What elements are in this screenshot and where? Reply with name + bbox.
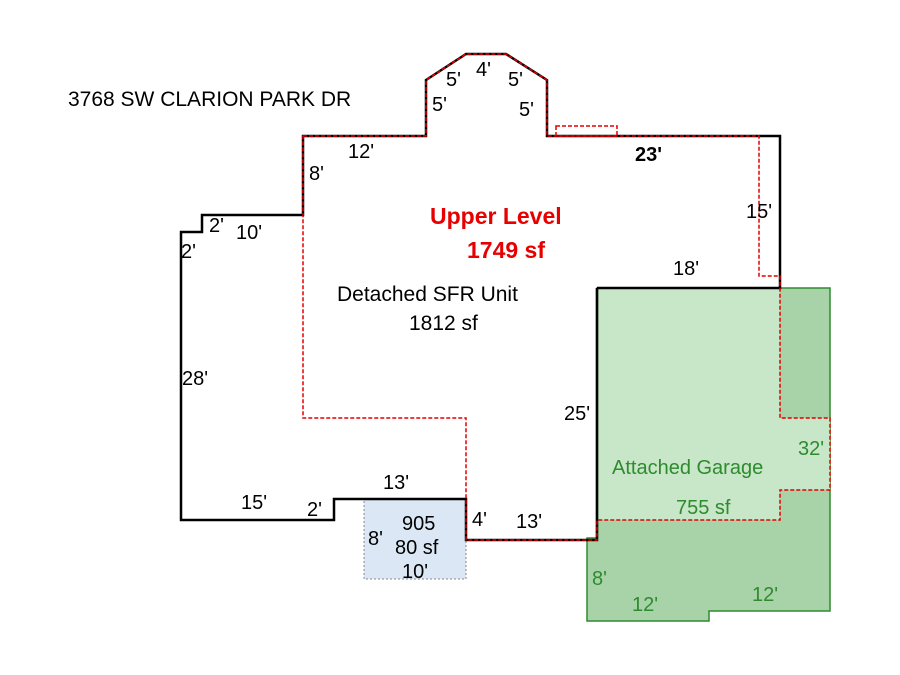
dim-bottom-right: 13'	[516, 511, 542, 533]
dim-top-left-vert: 5'	[432, 94, 447, 116]
dim-garage-bottom-right: 12'	[752, 584, 778, 606]
porch-width: 10'	[402, 561, 428, 583]
dim-garage-side: 32'	[798, 438, 824, 460]
dim-garage-bottom-left: 12'	[632, 594, 658, 616]
garage-area: 755 sf	[676, 497, 731, 519]
dim-left-jog-side: 2'	[181, 241, 196, 263]
dim-top-right-vert: 5'	[519, 99, 534, 121]
dim-inner-top: 18'	[673, 258, 699, 280]
upper-level-title: Upper Level	[430, 203, 562, 229]
dim-bottom-mid: 13'	[383, 472, 409, 494]
porch-code: 905	[402, 513, 435, 535]
main-unit-name: Detached SFR Unit	[337, 283, 518, 306]
dim-top-right-run: 23'	[635, 144, 662, 166]
dim-left-upper-vert: 8'	[309, 163, 324, 185]
dim-top-left-45: 5'	[446, 69, 461, 91]
upper-level-area: 1749 sf	[467, 237, 545, 263]
upper-level-bump	[555, 125, 618, 137]
dim-top-right-45: 5'	[508, 69, 523, 91]
dim-bottom-left: 15'	[241, 492, 267, 514]
address-label: 3768 SW CLARION PARK DR	[68, 88, 351, 111]
dim-top-peak: 4'	[476, 59, 491, 81]
garage-bay	[597, 288, 830, 520]
dim-right-upper: 15'	[746, 201, 772, 223]
dim-left-jog-top: 2'	[209, 215, 224, 237]
dim-porch-side: 4'	[472, 509, 487, 531]
porch-area-label: 80 sf	[395, 537, 439, 559]
dim-top-left-run: 12'	[348, 141, 374, 163]
dim-inner-vert: 25'	[564, 403, 590, 425]
porch-depth: 8'	[368, 528, 383, 550]
dim-bottom-jog: 2'	[307, 499, 322, 521]
dim-left-wall: 28'	[182, 368, 208, 390]
dim-left-jog-run: 10'	[236, 222, 262, 244]
upper-level-outline	[302, 53, 831, 541]
garage-name: Attached Garage	[612, 457, 763, 479]
dim-garage-left: 8'	[592, 568, 607, 590]
main-unit-area: 1812 sf	[409, 312, 478, 335]
porch-area	[363, 498, 467, 580]
